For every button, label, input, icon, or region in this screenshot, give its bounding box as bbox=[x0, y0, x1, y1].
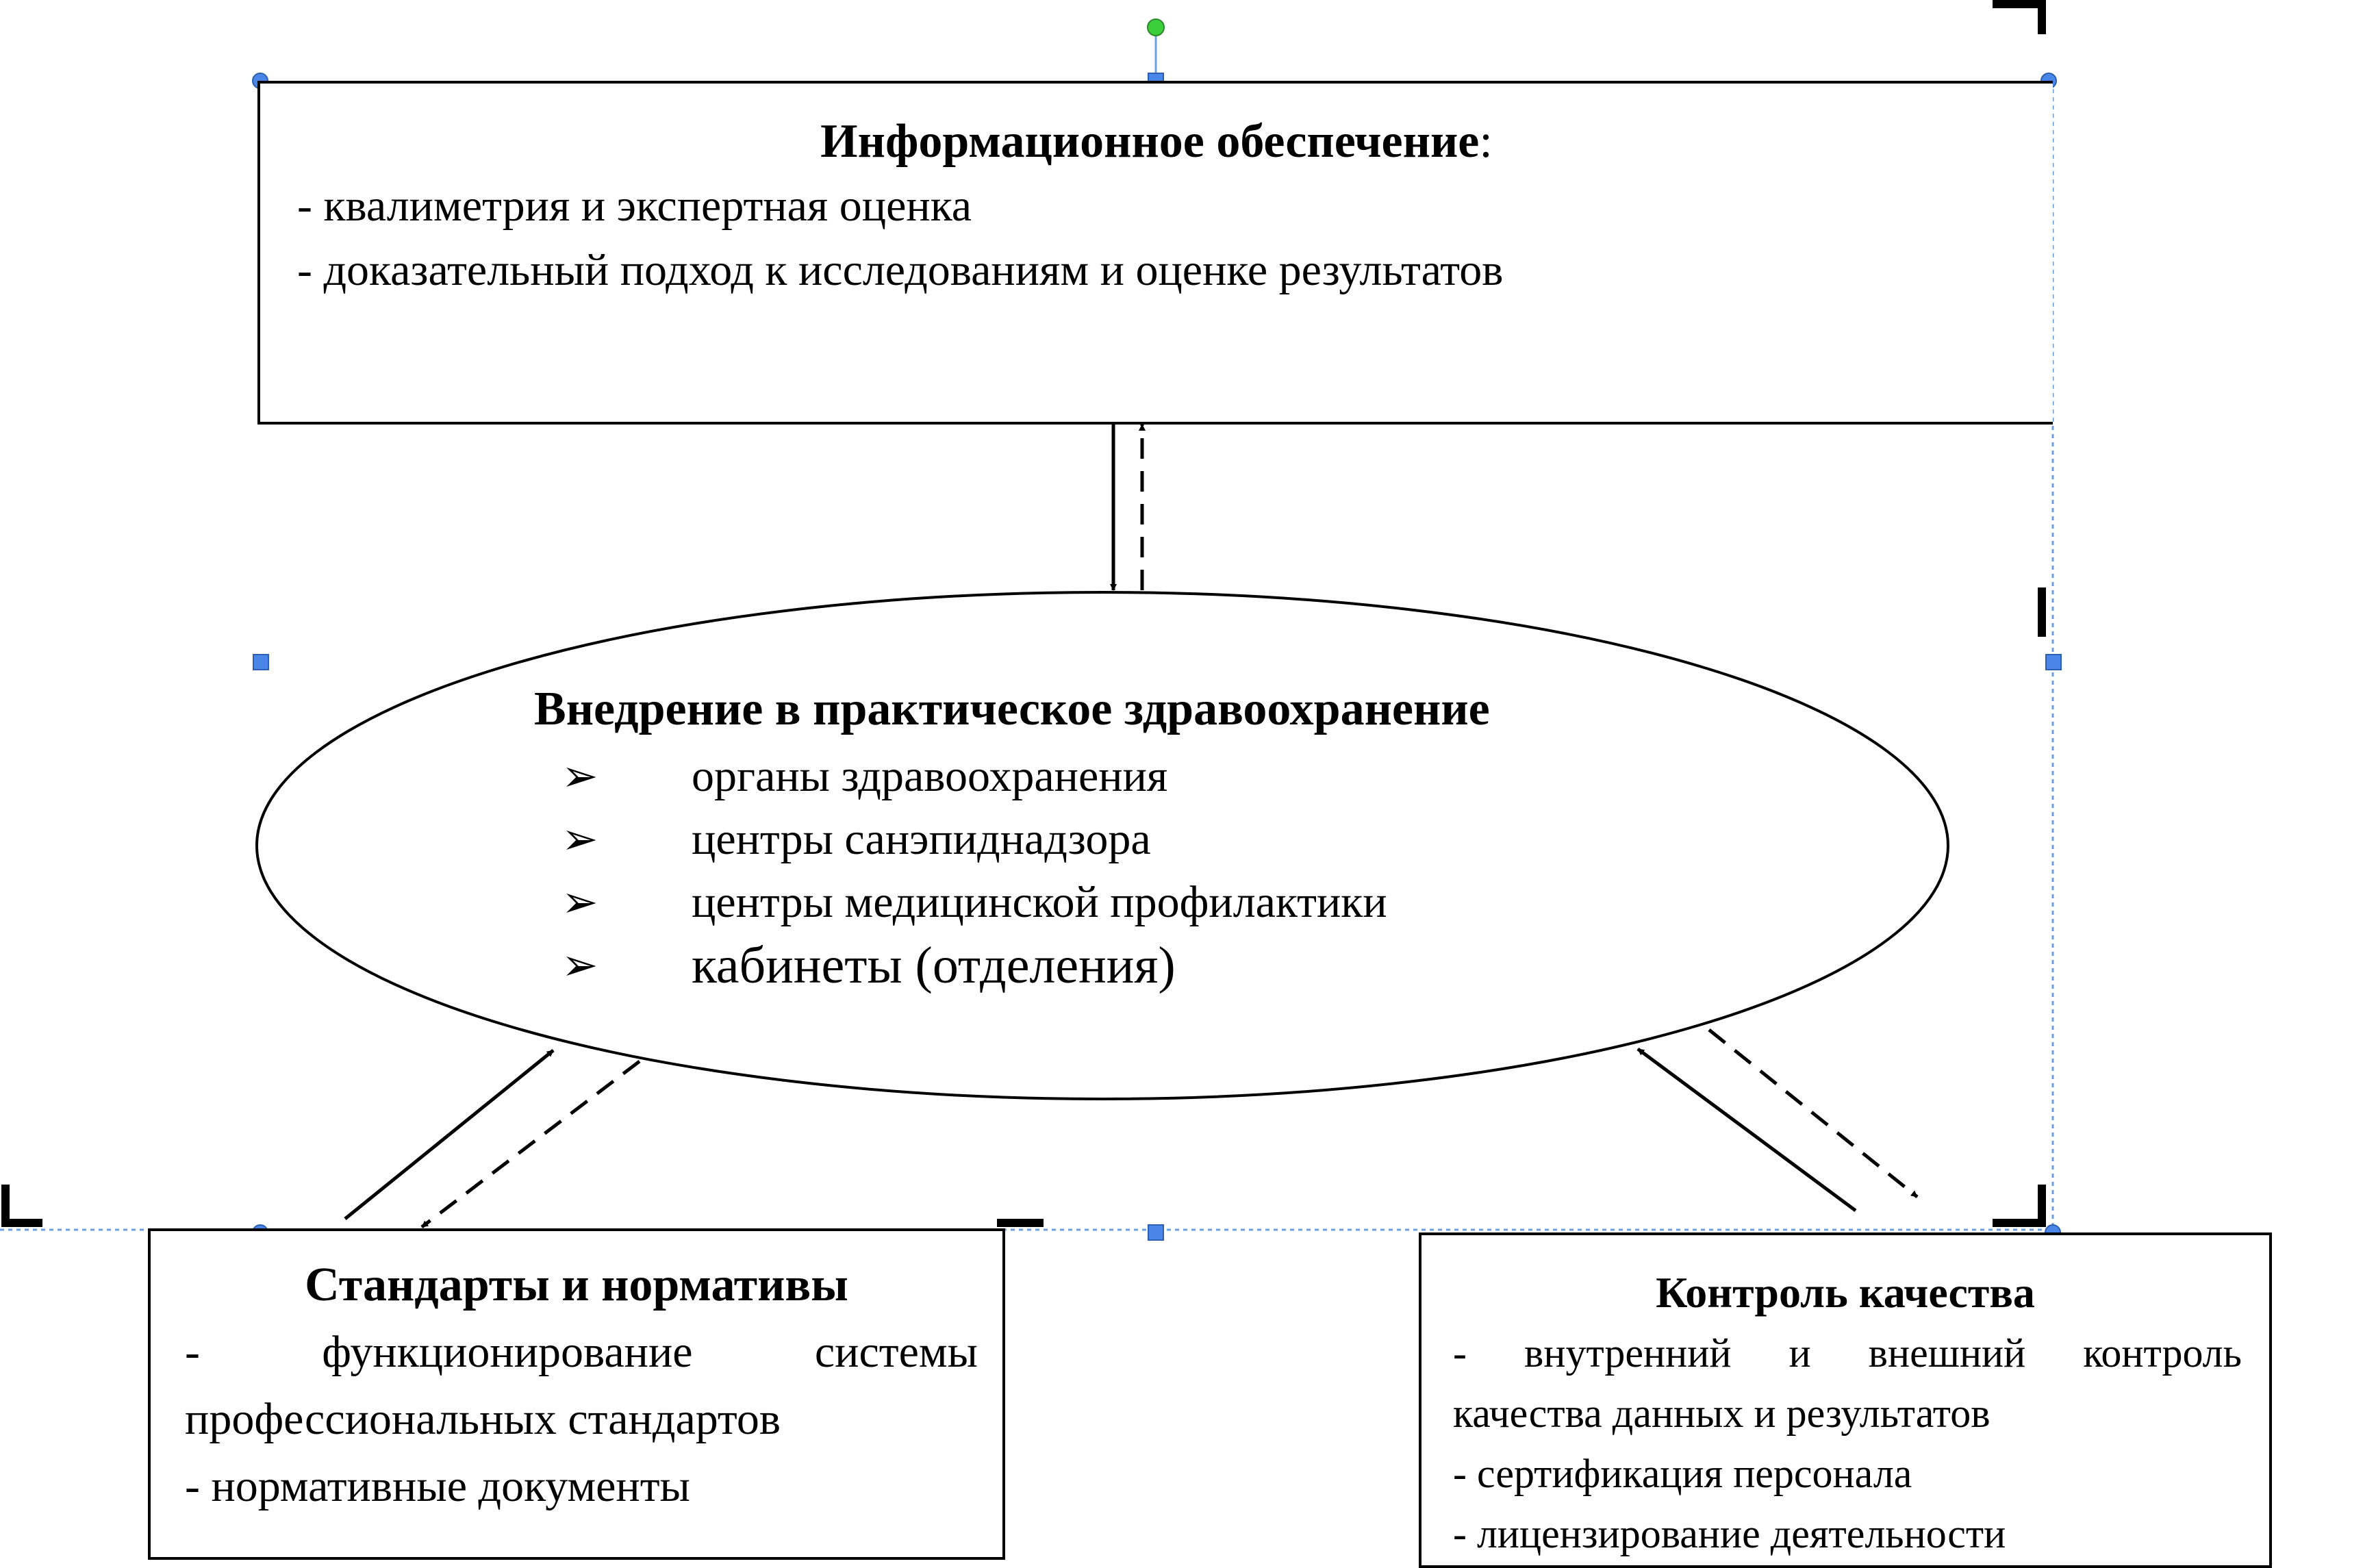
quality-item-control: - внутренний и внешний контроль bbox=[1453, 1330, 2242, 1376]
arrow-bullet-icon: ➢ bbox=[561, 814, 598, 865]
quality-item-licensing: - лицензирование деятельности bbox=[1453, 1511, 2006, 1556]
arrow-standards-to-ellipse bbox=[344, 1049, 555, 1220]
implementation-item: ➢ кабинеты (отделения) bbox=[260, 934, 1958, 997]
arrow-ellipse-to-quality-dashed bbox=[1708, 1028, 1919, 1198]
standards-item-normative-docs: - нормативные документы bbox=[185, 1461, 690, 1511]
arrow-bullet-icon: ➢ bbox=[561, 877, 598, 928]
standards-title: Стандарты и нормативы bbox=[305, 1259, 848, 1311]
selection-handle-bottom-center[interactable] bbox=[1148, 1224, 1164, 1241]
selection-handle-middle-left[interactable] bbox=[253, 654, 269, 670]
standards-item-professional: профессиональных стандартов bbox=[185, 1394, 781, 1444]
implementation-item-label: центры медицинской профилактики bbox=[692, 877, 1387, 927]
implementation-item: ➢ центры санэпиднадзора bbox=[260, 808, 1958, 871]
quality-item-data-quality: качества данных и результатов bbox=[1453, 1391, 1990, 1436]
implementation-item: ➢ органы здравоохранения bbox=[260, 745, 1958, 808]
crop-mark-top-right bbox=[1993, 0, 2046, 34]
quality-control-title: Контроль качества bbox=[1656, 1268, 2035, 1317]
info-support-title: Информационное обеспечение: bbox=[820, 115, 1493, 168]
implementation-item-label: органы здравоохранения bbox=[692, 751, 1168, 801]
crop-mark-bottom-right bbox=[1993, 1185, 2046, 1227]
rotation-handle[interactable] bbox=[1147, 18, 1165, 36]
implementation-text: Внедрение в практическое здравоохранение… bbox=[260, 678, 1958, 997]
implementation-item-label: кабинеты (отделения) bbox=[692, 937, 1176, 994]
arrow-bullet-icon: ➢ bbox=[561, 940, 598, 991]
selection-handle-middle-right[interactable] bbox=[2045, 654, 2062, 670]
info-item-evidence-approach: - доказательный подход к исследованиям и… bbox=[297, 245, 1504, 295]
quality-item-certification: - сертификация персонала bbox=[1453, 1451, 1912, 1496]
quality-control-box[interactable]: Контроль качества - внутренний и внешний… bbox=[1419, 1232, 2272, 1568]
implementation-title: Внедрение в практическое здравоохранение bbox=[534, 683, 1490, 735]
arrow-ellipse-to-standards-dashed bbox=[420, 1060, 641, 1228]
arrow-quality-to-ellipse bbox=[1636, 1047, 1857, 1213]
crop-mark-bottom-left bbox=[1, 1185, 42, 1227]
standards-item-functioning: - функционирование системы bbox=[185, 1327, 978, 1377]
info-support-box[interactable]: Информационное обеспечение: - квалиметри… bbox=[257, 81, 2053, 425]
arrow-bullet-icon: ➢ bbox=[561, 751, 598, 802]
implementation-item: ➢ центры медицинской профилактики bbox=[260, 871, 1958, 934]
implementation-ellipse[interactable] bbox=[255, 591, 1949, 1100]
info-item-qualimetry: - квалиметрия и экспертная оценка bbox=[297, 181, 972, 231]
standards-box[interactable]: Стандарты и нормативы - функционирование… bbox=[148, 1228, 1005, 1560]
implementation-item-label: центры санэпиднадзора bbox=[692, 814, 1151, 864]
